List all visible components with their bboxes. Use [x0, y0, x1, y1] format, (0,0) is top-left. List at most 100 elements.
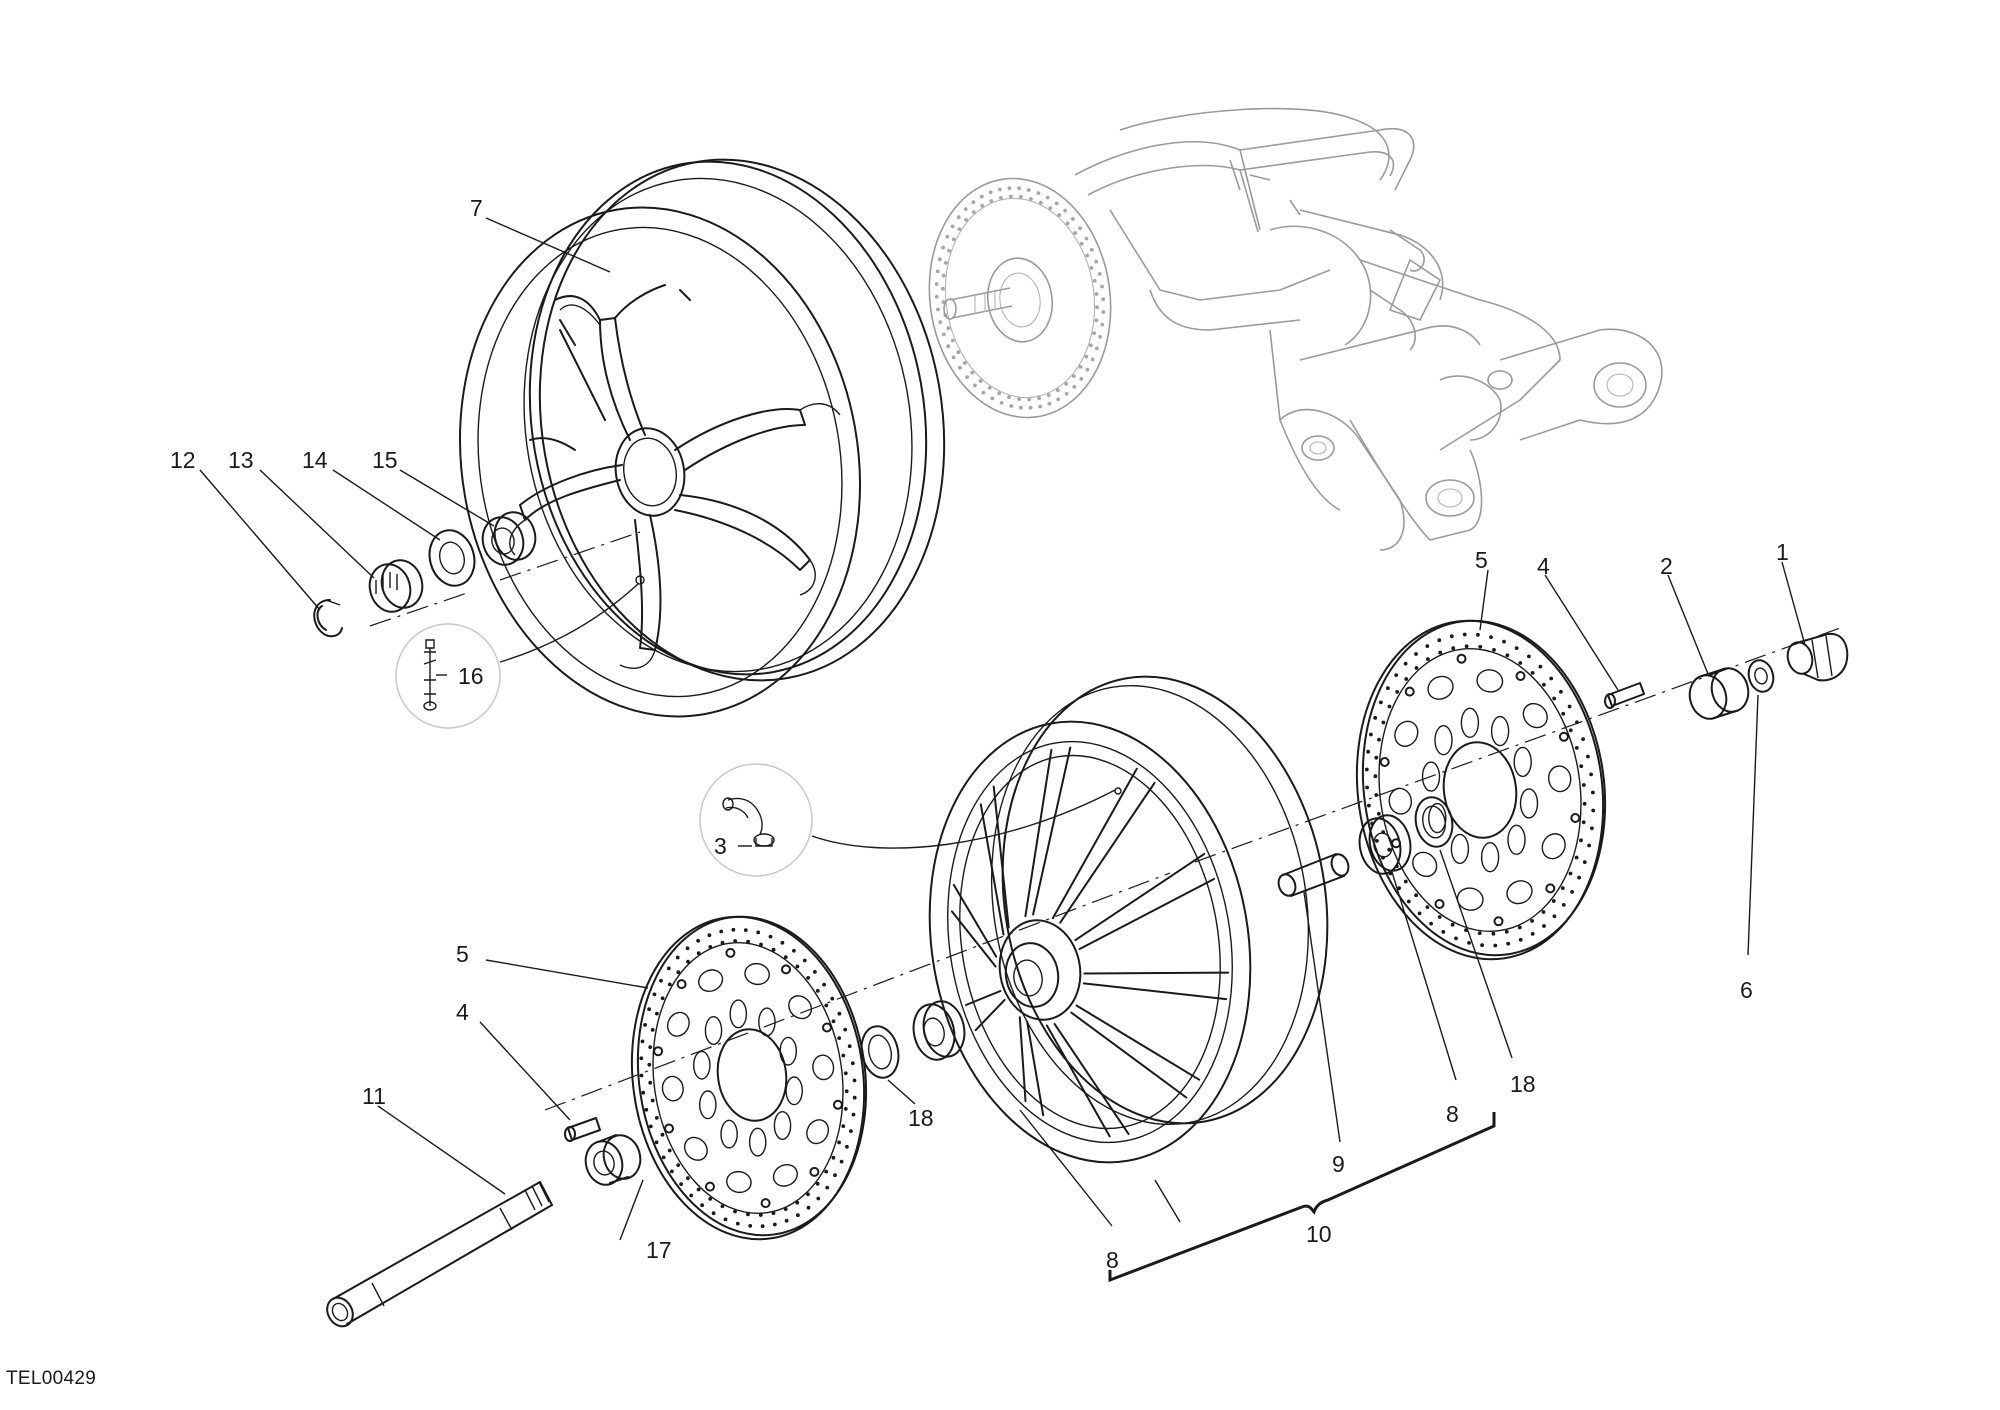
disc-drill-hole: [1549, 676, 1554, 681]
disc-drill-hole: [1098, 334, 1103, 339]
disc-carrier-window: [1412, 851, 1438, 878]
disc-drill-hole: [1514, 646, 1519, 650]
disc-drill-hole: [957, 227, 962, 232]
disc-carrier-window: [1421, 761, 1441, 792]
disc-drill-hole: [1462, 632, 1467, 637]
disc-drill-hole: [936, 307, 940, 312]
disc-drill-hole: [938, 320, 943, 324]
disc-drill-hole: [640, 1039, 645, 1044]
disc-drill-hole: [1530, 932, 1535, 936]
disc-drill-hole: [639, 1056, 644, 1061]
disc-drill-hole: [796, 1213, 800, 1218]
disc-drill-hole: [686, 1176, 690, 1180]
front-wheel-spoke: [1045, 1022, 1130, 1138]
disc-drill-hole: [1449, 634, 1454, 639]
disc-drill-hole: [1538, 664, 1543, 669]
rear-axle-parts: [313, 511, 641, 638]
disc-drill-hole: [676, 1163, 681, 1167]
ghost-rear-axle: [943, 287, 1013, 320]
disc-drill-hole: [1589, 772, 1593, 777]
disc-drill-hole: [945, 234, 950, 239]
disc-drill-hole: [648, 1124, 653, 1129]
disc-drill-hole: [784, 1218, 789, 1223]
disc-rivet: [653, 1046, 664, 1057]
disc-carrier-window: [729, 999, 748, 1029]
disc-drill-hole: [1586, 754, 1590, 759]
disc-drill-hole: [1048, 206, 1053, 211]
disc-drill-hole: [1386, 686, 1390, 690]
disc-drill-hole: [847, 1044, 852, 1049]
disc-rivet: [705, 1181, 715, 1192]
front-brake-disc-left: [630, 915, 868, 1241]
disc-drill-hole: [1404, 677, 1409, 681]
disc-carrier-window: [1388, 787, 1413, 815]
disc-drill-hole: [1057, 213, 1062, 217]
disc-carrier-window: [772, 1164, 798, 1187]
disc-drill-hole: [746, 939, 750, 944]
disc-carrier-window: [1522, 702, 1548, 729]
disc-drill-hole: [965, 375, 969, 379]
disc-carrier-window: [785, 1076, 804, 1106]
disc-drill-hole: [806, 976, 810, 980]
disc-carrier-window: [779, 1036, 798, 1066]
disc-drill-hole: [1089, 266, 1094, 270]
disc-drill-hole: [676, 970, 681, 975]
disc-drill-hole: [1542, 924, 1546, 928]
disc-drill-hole: [1568, 871, 1573, 876]
disc-drill-hole: [1417, 911, 1422, 916]
disc-drill-hole: [1504, 929, 1509, 934]
disc-carrier-window: [1513, 746, 1532, 778]
disc-drill-hole: [720, 1204, 725, 1209]
disc-rivet: [664, 1123, 674, 1134]
callout-12: 12: [170, 447, 196, 473]
disc-drill-hole: [1581, 820, 1586, 825]
disc-drill-hole: [999, 401, 1004, 405]
disc-drill-hole: [733, 939, 738, 943]
callout-14: 14: [302, 447, 328, 473]
disc-drill-hole: [731, 927, 736, 932]
disc-carrier-window: [1506, 880, 1533, 905]
disc-drill-hole: [1425, 644, 1430, 648]
disc-drill-hole: [1078, 365, 1083, 369]
callout-18-lower: 18: [908, 1105, 934, 1131]
disc-drill-hole: [1476, 632, 1480, 637]
disc-drill-hole: [1492, 648, 1496, 652]
disc-carrier-window: [699, 1090, 717, 1120]
disc-drill-hole: [806, 1205, 811, 1210]
disc-drill-hole: [946, 344, 951, 349]
disc-drill-hole: [845, 1144, 849, 1149]
disc-drill-hole: [667, 982, 672, 987]
callout-3: 3: [714, 833, 727, 859]
disc-drill-hole: [1527, 654, 1531, 659]
disc-drill-hole: [1027, 397, 1032, 402]
disc-drill-hole: [1038, 404, 1042, 409]
disc-drill-hole: [641, 1090, 646, 1095]
disc-drill-hole: [1019, 195, 1023, 199]
disc-drill-hole: [843, 1107, 848, 1111]
disc-drill-hole: [1403, 879, 1408, 884]
disc-drill-hole: [1100, 322, 1105, 327]
callout-13: 13: [228, 447, 254, 473]
disc-drill-hole: [675, 955, 680, 960]
disc-drill-hole: [660, 1132, 665, 1137]
disc-drill-hole: [1437, 638, 1442, 643]
disc-carrier-window: [1507, 824, 1526, 855]
front-wheel-spoke: [1074, 852, 1215, 950]
washer-14: [428, 529, 476, 587]
disc-drill-hole: [1561, 903, 1566, 907]
disc-drill-hole: [666, 966, 671, 971]
disc-drill-hole: [816, 1196, 821, 1201]
disc-drill-hole: [746, 1212, 750, 1217]
disc-carrier-window: [744, 962, 770, 986]
disc-drill-hole: [1094, 318, 1099, 323]
disc-drill-hole: [941, 286, 945, 291]
disc-drill-hole: [639, 1073, 644, 1078]
disc-drill-hole: [946, 326, 951, 330]
disc-drill-hole: [831, 1019, 836, 1024]
disc-drill-hole: [1007, 186, 1012, 191]
callout-15: 15: [372, 447, 398, 473]
drawing-code-label: TEL00429: [6, 1368, 97, 1389]
disc-drill-hole: [1008, 194, 1013, 199]
disc-drill-hole: [650, 1098, 655, 1103]
disc-drill-hole: [1438, 650, 1443, 655]
